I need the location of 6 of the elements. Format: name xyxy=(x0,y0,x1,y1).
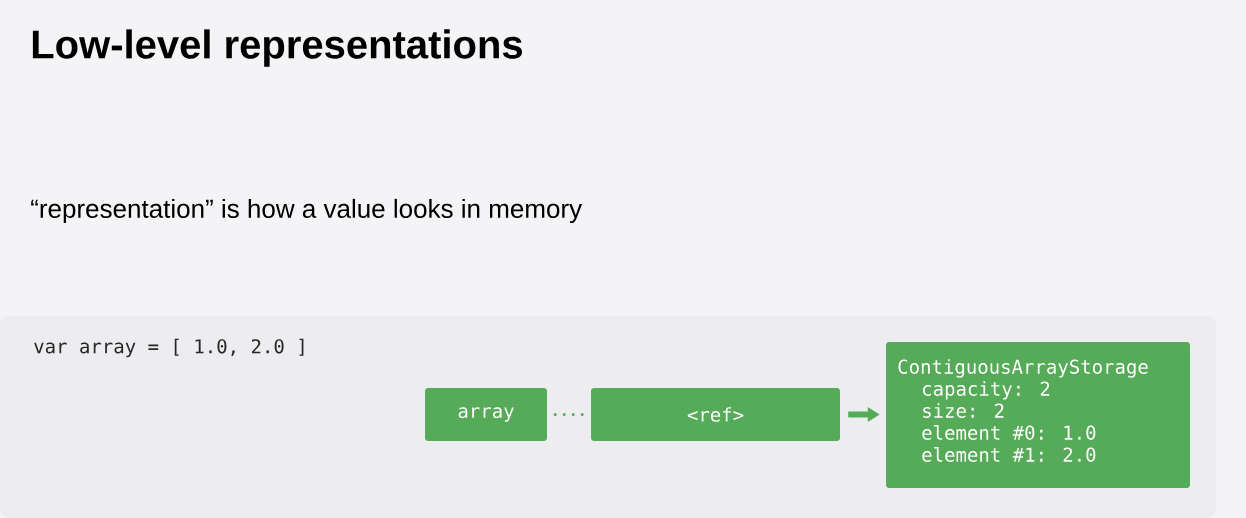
slide-title: Low-level representations xyxy=(32,29,522,67)
dotted-connector xyxy=(553,413,587,416)
storage-box: ContiguousArrayStorage capacity: 2 size: 2 element #0: 1.0 element #1: 2.0 xyxy=(886,342,1190,488)
memory-box: <ref> xyxy=(591,388,840,441)
memory-box: array xyxy=(425,388,547,441)
subtitle: “representation” is how a value looks in memory xyxy=(31,198,583,224)
